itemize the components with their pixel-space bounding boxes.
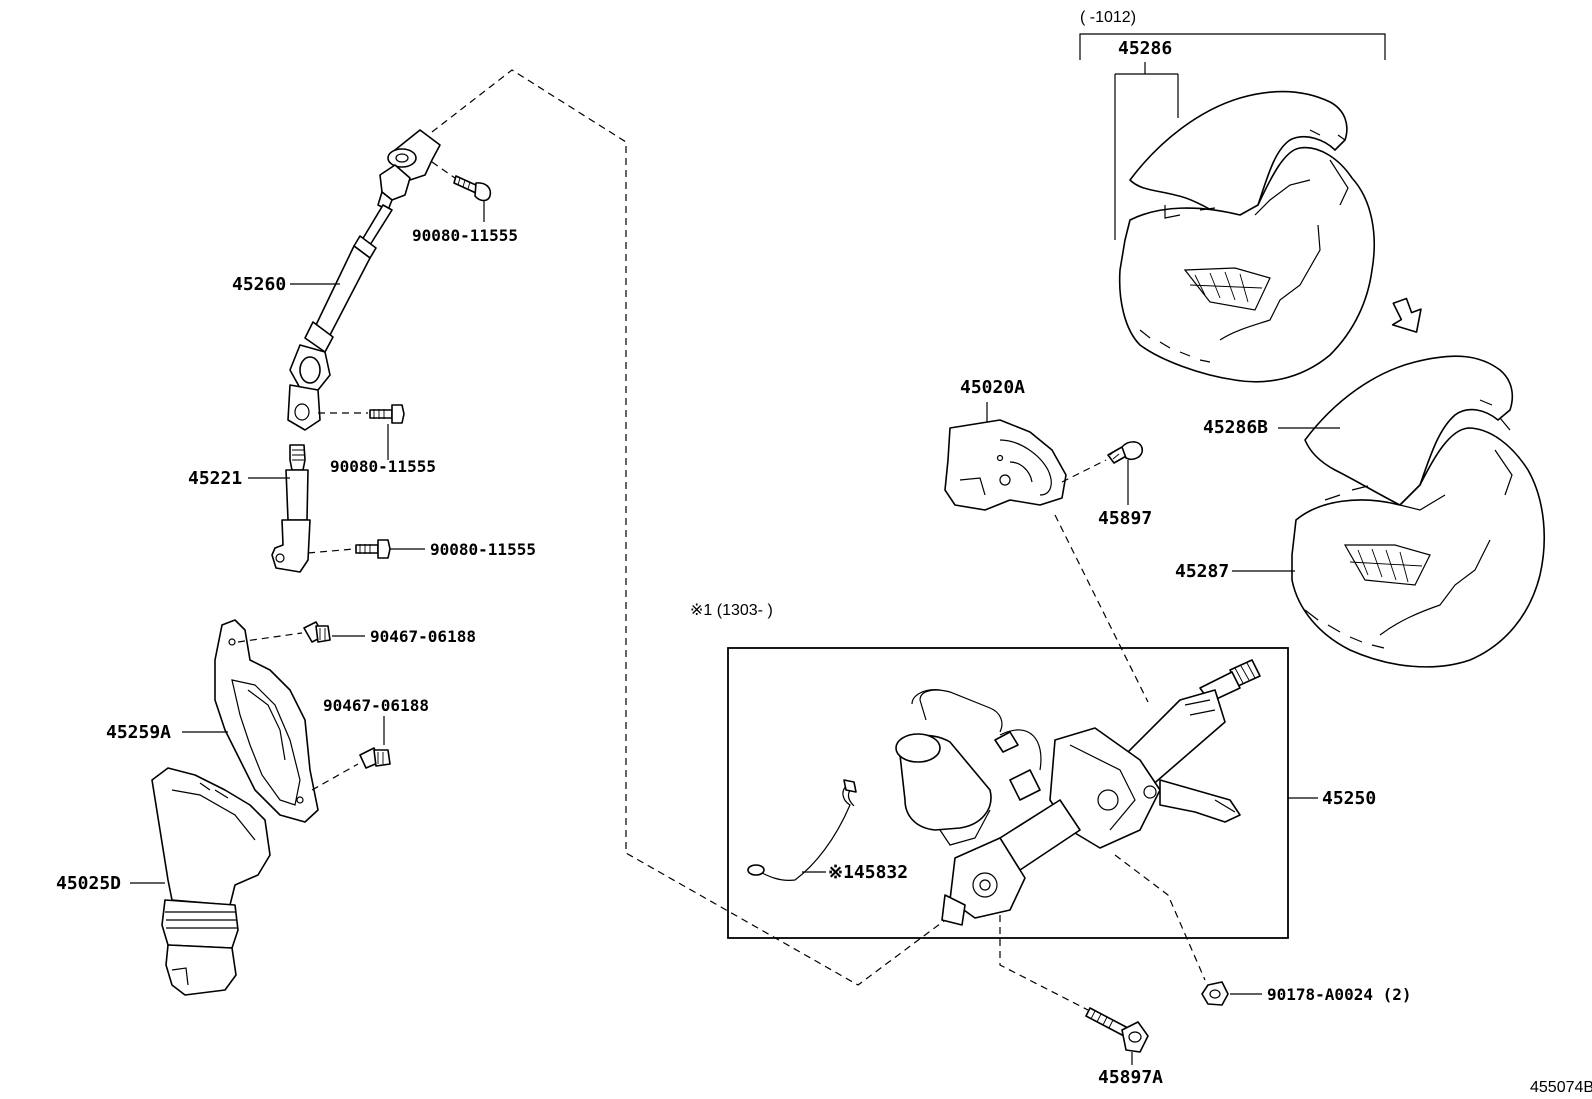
shaft-tube bbox=[315, 245, 371, 336]
date-range-top: ( -1012) bbox=[1080, 9, 1136, 26]
down-arrow-icon bbox=[1391, 297, 1422, 333]
steering-boot-icon bbox=[151, 767, 271, 996]
part-90080-low-label[interactable]: 90080-11555 bbox=[430, 540, 536, 559]
bolt-top-dash bbox=[431, 161, 456, 179]
part-90467-a-label[interactable]: 90467-06188 bbox=[370, 627, 476, 646]
bolt-icon bbox=[453, 175, 492, 202]
bottom-fasteners-group: 90178-A0024 (2) 45897A bbox=[999, 854, 1412, 1088]
lock-bolt-dash bbox=[1061, 459, 1107, 483]
part-145832-label[interactable]: ※145832 bbox=[828, 862, 908, 883]
bolt-icon bbox=[355, 539, 391, 559]
part-45286-label[interactable]: 45286 bbox=[1118, 38, 1172, 59]
upper-universal-joint-icon bbox=[377, 129, 441, 211]
part-90178-label[interactable]: 90178-A0024 (2) bbox=[1267, 985, 1412, 1004]
part-45287-label[interactable]: 45287 bbox=[1175, 561, 1229, 582]
part-45020A-label[interactable]: 45020A bbox=[960, 377, 1025, 398]
nut-dash bbox=[1114, 854, 1206, 981]
bolt-icon bbox=[1085, 1007, 1149, 1053]
cover-plate-group: 45259A 90467-06188 90467-06188 bbox=[56, 619, 476, 996]
date-range-bottom: ※1 (1303- ) bbox=[690, 602, 773, 619]
nut-icon bbox=[1201, 981, 1229, 1006]
part-45897-label[interactable]: 45897 bbox=[1098, 508, 1152, 529]
clip-b-dash bbox=[311, 763, 359, 791]
intermediate-shaft-group: 45260 90080-11555 90080-11555 45221 bbox=[188, 129, 536, 573]
clip-a-dash bbox=[237, 632, 303, 643]
lower-shaft-icon bbox=[271, 444, 311, 573]
part-90467-b-label[interactable]: 90467-06188 bbox=[323, 696, 429, 715]
upper-column-cover-icon bbox=[1118, 90, 1375, 383]
part-45286-leader bbox=[1114, 62, 1179, 240]
shaft-to-column-dash bbox=[431, 69, 969, 986]
part-45025D-label[interactable]: 45025D bbox=[56, 873, 121, 894]
part-90080-top-label[interactable]: 90080-11555 bbox=[412, 226, 518, 245]
clip-icon bbox=[303, 621, 331, 643]
cover-plate-icon bbox=[214, 619, 319, 823]
lock-bracket-icon bbox=[944, 419, 1067, 511]
bolt-bottom-dash bbox=[999, 915, 1089, 1011]
diagram-id: 455074B bbox=[1530, 1079, 1592, 1096]
column-assembly-group: ※1 (1303- ) bbox=[690, 602, 1376, 939]
bolt-icon bbox=[1107, 441, 1144, 464]
part-45897A-label[interactable]: 45897A bbox=[1098, 1067, 1163, 1088]
clip-icon bbox=[359, 747, 391, 769]
steering-column-icon bbox=[895, 659, 1261, 926]
lock-bracket-group: 45020A 45897 bbox=[944, 377, 1152, 703]
bolt-icon bbox=[369, 404, 405, 424]
part-45260-label[interactable]: 45260 bbox=[232, 274, 286, 295]
lower-column-cover-icon bbox=[1291, 355, 1546, 668]
part-45221-label[interactable]: 45221 bbox=[188, 468, 242, 489]
column-assembly-box bbox=[727, 647, 1289, 939]
part-90080-mid-label[interactable]: 90080-11555 bbox=[330, 457, 436, 476]
part-45286B-label[interactable]: 45286B bbox=[1203, 417, 1268, 438]
lower-universal-joint-icon bbox=[287, 344, 331, 431]
shaft-upper-segment bbox=[361, 204, 393, 246]
cover-bracket-line bbox=[1079, 33, 1386, 60]
column-cover-group: ( -1012) 45286 45286B bbox=[1079, 9, 1546, 668]
bolt-low-dash bbox=[307, 548, 355, 554]
ground-wire-icon bbox=[747, 779, 857, 881]
part-45259A-label[interactable]: 45259A bbox=[106, 722, 171, 743]
part-45250-label[interactable]: 45250 bbox=[1322, 788, 1376, 809]
bracket-to-column-dash bbox=[1054, 514, 1149, 703]
